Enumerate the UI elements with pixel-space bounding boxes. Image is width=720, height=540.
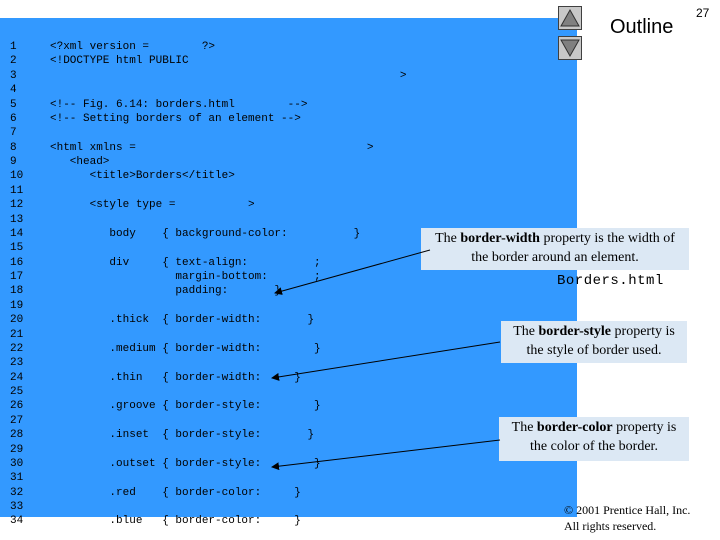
line-number: 17 (10, 271, 24, 283)
callout-prefix: The (513, 324, 539, 339)
copyright-notice: © 2001 Prentice Hall, Inc. All rights re… (564, 502, 690, 534)
code-line (50, 184, 406, 198)
code-line (50, 356, 406, 370)
callout-border-style: The border-style property is the style o… (501, 321, 687, 363)
callout-border-width: The border-width property is the width o… (421, 228, 689, 270)
callout-prefix: The (435, 231, 461, 246)
line-number: 7 (10, 127, 17, 140)
line-number: 8 (10, 141, 17, 154)
code-line: .groove { border-style: } (50, 400, 321, 413)
code-line: .red { border-color: } (50, 486, 301, 499)
page-number: 27 (696, 6, 710, 20)
code-line: margin-bottom: ; (50, 271, 321, 283)
line-number: 11 (10, 184, 24, 197)
code-block: <?xml version = ?><!DOCTYPE html PUBLIC … (50, 40, 406, 529)
line-number: 23 (10, 357, 24, 370)
previous-slide-button[interactable] (558, 6, 582, 30)
line-number: 33 (10, 501, 24, 513)
line-number: 1 (10, 41, 17, 53)
callout-keyword: border-width (460, 231, 540, 246)
code-line: <title>Borders</title> (50, 170, 235, 183)
line-number: 15 (10, 242, 24, 255)
line-number: 29 (10, 443, 24, 456)
code-line (50, 443, 406, 457)
code-line (50, 213, 406, 227)
callout-suffix: property is the style of border used. (526, 324, 675, 358)
next-slide-button[interactable] (558, 36, 582, 60)
line-number: 28 (10, 429, 24, 442)
code-line (50, 299, 406, 313)
line-number: 21 (10, 328, 24, 341)
code-line: body { background-color: } (50, 227, 361, 240)
line-number: 16 (10, 256, 24, 269)
line-number: 26 (10, 400, 24, 413)
outline-title: Outline (610, 16, 674, 38)
code-line: > (50, 69, 407, 82)
code-line: padding: } (50, 285, 282, 298)
code-line (50, 83, 406, 97)
line-number: 24 (10, 371, 24, 384)
line-number: 27 (10, 414, 24, 427)
triangle-up-icon (560, 8, 580, 27)
code-line: <!-- Fig. 6.14: borders.html --> (50, 98, 308, 111)
line-number: 20 (10, 314, 24, 327)
code-line: <!DOCTYPE html PUBLIC (50, 55, 189, 68)
code-line: <?xml version = ?> (50, 41, 216, 53)
line-number: 34 (10, 515, 24, 528)
copyright-line: © 2001 Prentice Hall, Inc. (564, 503, 691, 517)
line-number: 18 (10, 285, 24, 298)
rights-line: All rights reserved. (564, 519, 657, 533)
code-line: .medium { border-width: } (50, 342, 321, 355)
line-number: 25 (10, 386, 24, 398)
code-line (50, 241, 406, 255)
line-number: 3 (10, 69, 17, 82)
callout-keyword: border-color (536, 420, 613, 435)
line-number: 22 (10, 342, 24, 355)
code-line (50, 500, 406, 514)
file-name-label: Borders.html (557, 273, 664, 289)
line-number: 5 (10, 98, 17, 111)
line-number: 30 (10, 457, 24, 470)
code-line: .blue { border-color: } (50, 515, 301, 528)
code-line: div { text-align: ; (50, 256, 321, 269)
line-number: 2 (10, 55, 17, 68)
code-line: .outset { border-style: } (50, 457, 321, 470)
code-line: <head> (50, 156, 110, 168)
code-line (50, 126, 406, 140)
code-line (50, 414, 406, 428)
code-line: .thin { border-width: } (50, 371, 301, 384)
code-line: <style type = > (50, 199, 255, 212)
line-number: 19 (10, 299, 24, 312)
code-line (50, 385, 406, 399)
callout-prefix: The (511, 420, 537, 435)
line-number: 12 (10, 199, 24, 212)
code-line: <html xmlns = > (50, 141, 374, 154)
callout-keyword: border-style (538, 324, 612, 339)
callout-border-color: The border-color property is the color o… (499, 417, 689, 461)
line-number: 4 (10, 84, 17, 97)
line-number: 14 (10, 227, 24, 240)
code-line (50, 471, 406, 485)
code-line: .inset { border-style: } (50, 429, 315, 442)
line-number: 9 (10, 156, 17, 168)
line-number: 10 (10, 170, 24, 183)
triangle-down-icon (560, 39, 580, 58)
callout-suffix: property is the width of the border arou… (471, 231, 675, 265)
line-number: 31 (10, 472, 24, 485)
line-number: 32 (10, 486, 24, 499)
code-line (50, 328, 406, 342)
line-number: 6 (10, 112, 17, 125)
callout-suffix: property is the color of the border. (530, 420, 677, 454)
code-line: <!-- Setting borders of an element --> (50, 112, 301, 125)
line-number: 13 (10, 213, 24, 226)
code-line: .thick { border-width: } (50, 314, 315, 327)
